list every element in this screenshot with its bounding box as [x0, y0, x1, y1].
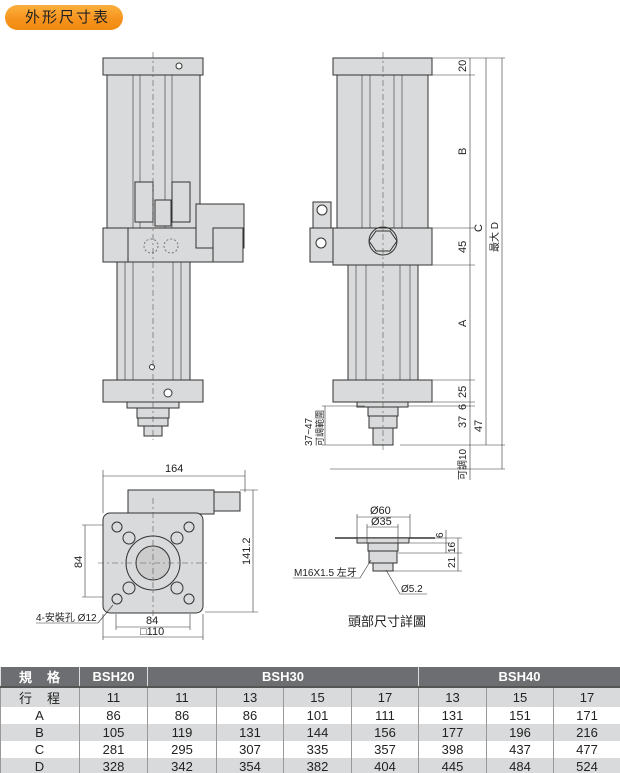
header-cell: BSH30 — [147, 667, 419, 688]
table-cell: 404 — [351, 758, 419, 773]
table-cell: 342 — [147, 758, 217, 773]
dim-square-110: □110 — [140, 626, 164, 638]
dim-16-head: 16 — [447, 541, 458, 553]
table-cell: 119 — [147, 724, 217, 741]
table-cell: 111 — [351, 707, 419, 724]
front-view — [102, 52, 245, 440]
table-cell: 131 — [216, 724, 284, 741]
dim-45: 45 — [457, 241, 469, 253]
adjust-range-value: 37~47 — [304, 417, 315, 446]
adjust-10: 可調10 — [456, 448, 469, 480]
thread-label: M16X1.5 左牙 — [294, 566, 357, 579]
table-cell: 307 — [216, 741, 284, 758]
dim-20: 20 — [457, 60, 469, 72]
row-label: A — [0, 707, 80, 724]
side-view: 20 B 45 A 25 6 37 47 C 最大 D 37~47 可調範圍 可… — [304, 52, 505, 480]
dim-84-vertical: 84 — [73, 556, 85, 568]
row-label: B — [0, 724, 80, 741]
table-cell: 171 — [553, 707, 620, 724]
table-cell: 477 — [553, 741, 620, 758]
table-cell: 398 — [418, 741, 487, 758]
row-label: C — [0, 741, 80, 758]
table-cell: 335 — [283, 741, 352, 758]
row-label: 行 程 — [0, 687, 80, 707]
technical-drawing: 20 B 45 A 25 6 37 47 C 最大 D 37~47 可調範圍 可… — [36, 52, 505, 640]
head-detail: Ø60 Ø35 6 16 21 M16X1.5 左牙 Ø5.2 頭部尺寸詳圖 — [293, 505, 462, 629]
dim-84-horizontal: 84 — [146, 615, 158, 627]
dim-164: 164 — [165, 463, 183, 475]
table-cell: 101 — [283, 707, 352, 724]
table-cell: 281 — [79, 741, 148, 758]
dim-d: 最大 D — [488, 222, 501, 252]
row-label: D — [0, 758, 80, 773]
mounting-holes-label: 4-安裝孔 Ø12 — [36, 611, 97, 624]
dim-21-head: 21 — [447, 556, 458, 568]
table-cell: 131 — [418, 707, 487, 724]
table-cell: 445 — [418, 758, 487, 773]
table-cell: 13 — [418, 687, 487, 707]
table-cell: 354 — [216, 758, 284, 773]
table-cell: 17 — [351, 687, 419, 707]
header-cell: 規 格 — [0, 667, 80, 688]
dim-6: 6 — [457, 404, 469, 410]
table-cell: 295 — [147, 741, 217, 758]
header-cell: BSH20 — [79, 667, 148, 688]
adjust-range-label: 可調範圍 — [314, 410, 325, 446]
dim-47: 47 — [473, 420, 485, 432]
dim-b: B — [457, 148, 469, 155]
table-cell: 357 — [351, 741, 419, 758]
dim-37: 37 — [457, 416, 469, 428]
table-cell: 15 — [283, 687, 352, 707]
table-cell: 328 — [79, 758, 148, 773]
dim-6-head: 6 — [435, 532, 446, 538]
table-cell: 11 — [79, 687, 148, 707]
table-cell: 196 — [486, 724, 554, 741]
table-cell: 86 — [79, 707, 148, 724]
table-cell: 177 — [418, 724, 487, 741]
table-cell: 524 — [553, 758, 620, 773]
dim-d35: Ø35 — [371, 516, 392, 528]
table-cell: 382 — [283, 758, 352, 773]
table-cell: 216 — [553, 724, 620, 741]
table-cell: 86 — [216, 707, 284, 724]
table-cell: 105 — [79, 724, 148, 741]
header-cell: BSH40 — [418, 667, 620, 688]
dim-d60: Ø60 — [370, 505, 391, 517]
dim-141-2: 141.2 — [241, 537, 253, 565]
section-title-badge: 外形尺寸表 — [5, 5, 123, 30]
table-cell: 17 — [553, 687, 620, 707]
table-cell: 11 — [147, 687, 217, 707]
dim-d5-2: Ø5.2 — [401, 584, 423, 595]
table-cell: 15 — [486, 687, 554, 707]
table-cell: 86 — [147, 707, 217, 724]
top-view: 164 141.2 84 84 □110 4-安裝孔 Ø12 — [36, 463, 258, 640]
table-cell: 156 — [351, 724, 419, 741]
table-header-row: 規 格 BSH20 BSH30 BSH40 — [0, 667, 620, 688]
head-detail-caption: 頭部尺寸詳圖 — [348, 614, 426, 629]
table-cell: 151 — [486, 707, 554, 724]
table-cell: 144 — [283, 724, 352, 741]
table-cell: 13 — [216, 687, 284, 707]
dim-25: 25 — [457, 386, 469, 398]
dim-c: C — [473, 224, 485, 232]
table-cell: 484 — [486, 758, 554, 773]
table-cell: 437 — [486, 741, 554, 758]
dim-a: A — [457, 319, 469, 327]
